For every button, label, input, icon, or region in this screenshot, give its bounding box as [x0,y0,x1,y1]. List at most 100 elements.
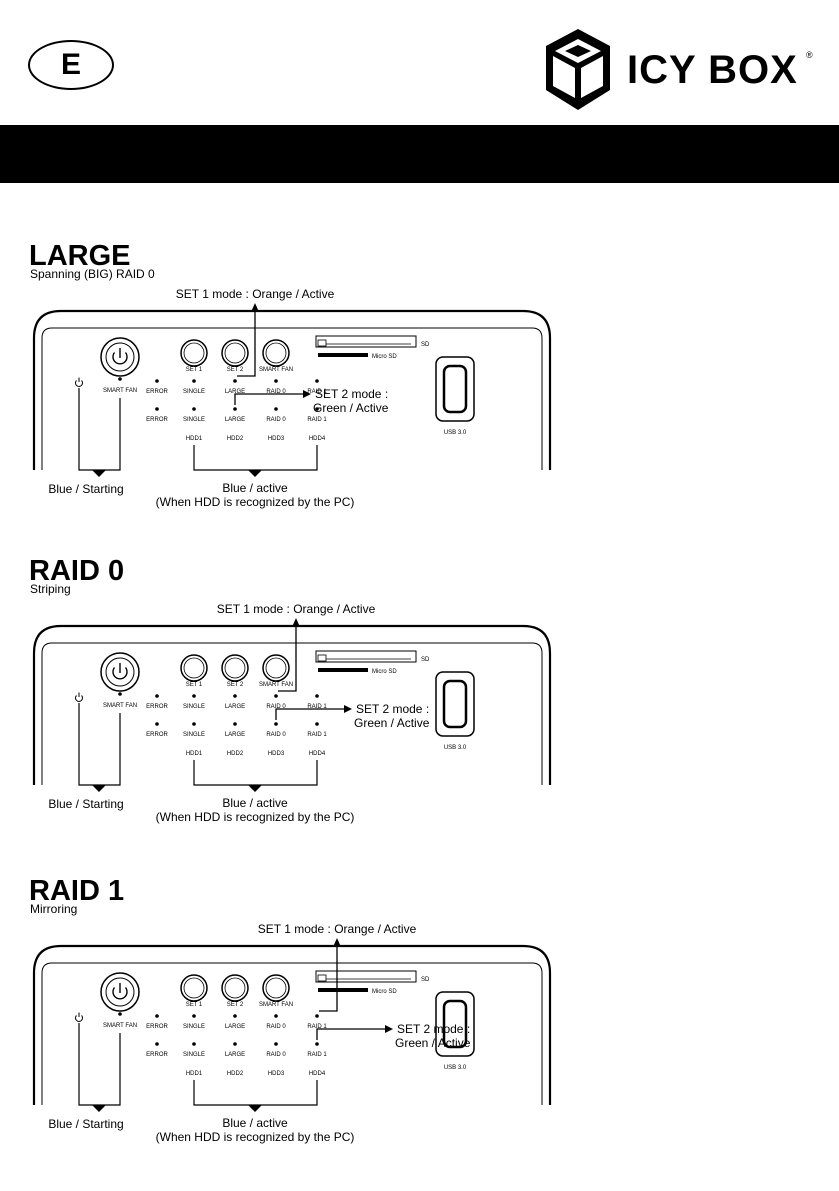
led-label-set2: ERROR [146,732,168,738]
led-label-set2: RAID 1 [307,417,327,423]
set2-label: SET 2 [227,367,244,373]
led-dot [155,694,159,698]
brand-logo: ICY BOX ® [543,26,813,116]
sd-slot [315,970,417,983]
led-label-set1: SINGLE [183,704,205,710]
led-label-set2: RAID 1 [307,1052,327,1058]
section-title: RAID 1 [29,875,125,907]
set2-label: SET 2 [227,1002,244,1008]
blue-starting-callout: Blue / Starting [48,797,123,811]
brand-name: ICY BOX [627,48,798,92]
enclosure-inner-outline [41,327,543,470]
led-dot [274,379,278,383]
hdd-label: HDD1 [186,436,203,442]
led-label-set2: ERROR [146,1052,168,1058]
blue-active-callout: Blue / active [222,481,288,495]
blue-starting-callout: Blue / Starting [48,482,123,496]
led-dot [192,379,196,383]
hdd-label: HDD2 [227,436,244,442]
led-dot [315,1014,319,1018]
enclosure-outline [32,624,552,785]
set2-callout-arrow [234,390,311,405]
led-dot [155,1042,159,1046]
led-dot [233,722,237,726]
smart-fan-label: SMART FAN [259,1002,293,1008]
hdd-recognized-callout: (When HDD is recognized by the PC) [156,495,355,509]
led-label-set2: RAID 1 [307,732,327,738]
led-label-set1: RAID 1 [307,389,327,395]
section-title: RAID 0 [29,555,125,587]
blue-active-callout: Blue / active [222,796,288,810]
power-led-icon [75,1012,83,1022]
enclosure-inner-outline [41,962,543,1105]
hdd-label: HDD1 [186,751,203,757]
led-label-set1: LARGE [225,389,245,395]
power-icon [112,348,128,365]
micro-sd-label: Micro SD [372,669,397,675]
led-dot [192,722,196,726]
led-dot [315,722,319,726]
hdd-recognized-callout: (When HDD is recognized by the PC) [156,810,355,824]
set1-mode-callout: SET 1 mode : Orange / Active [176,287,335,301]
power-smart-fan-label: SMART FAN [103,703,137,709]
led-dot [233,694,237,698]
set1-label: SET 1 [186,367,203,373]
blue-starting-bracket [78,388,121,477]
led-dot [274,1014,278,1018]
hdd-label: HDD1 [186,1071,203,1077]
title-bar [0,125,839,183]
smart-fan-label: SMART FAN [259,367,293,373]
led-dot [274,722,278,726]
led-dot [315,694,319,698]
set1-mode-callout: SET 1 mode : Orange / Active [258,922,417,936]
sd-label: SD [421,977,430,983]
micro-sd-label: Micro SD [372,989,397,995]
sd-slot [315,650,417,663]
hdd-label: HDD3 [268,751,285,757]
led-dot [155,407,159,411]
blue-active-bracket [193,1080,318,1112]
power-icon [112,983,128,1000]
enclosure-outline [32,309,552,470]
set2-mode-callout: SET 2 mode : [315,387,388,401]
usb-label: USB 3.0 [444,430,467,436]
set2-mode-callout: Green / Active [395,1036,471,1050]
set1-callout-arrow [278,618,300,692]
sd-label: SD [421,657,430,663]
blue-starting-callout: Blue / Starting [48,1117,123,1131]
set2-callout-arrow [316,1025,393,1040]
brand-registered-mark: ® [806,50,813,60]
led-label-set1: RAID 1 [307,1024,327,1030]
hdd-label: HDD4 [309,1071,326,1077]
set2-label: SET 2 [227,682,244,688]
led-dot [118,692,122,696]
led-label-set1: RAID 1 [307,704,327,710]
set1-mode-callout: SET 1 mode : Orange / Active [217,602,376,616]
usb-label: USB 3.0 [444,1065,467,1071]
led-dot [192,1042,196,1046]
led-label-set1: LARGE [225,1024,245,1030]
power-led-icon [75,692,83,702]
section-subtitle: Striping [30,582,71,596]
led-label-set2: SINGLE [183,417,205,423]
led-label-set1: LARGE [225,704,245,710]
led-label-set1: SINGLE [183,389,205,395]
led-label-set2: LARGE [225,417,245,423]
cube-logo-icon [546,29,610,110]
set2-mode-callout: Green / Active [313,401,389,415]
led-dot [315,407,319,411]
led-label-set1: SINGLE [183,1024,205,1030]
hdd-label: HDD2 [227,751,244,757]
power-smart-fan-label: SMART FAN [103,388,137,394]
led-dot [118,377,122,381]
led-dot [192,407,196,411]
led-label-set1: RAID 0 [266,704,286,710]
section-subtitle: Mirroring [30,902,78,916]
power-icon [112,663,128,680]
hdd-label: HDD4 [309,751,326,757]
blue-active-bracket [193,445,318,477]
sd-slot [315,335,417,348]
hdd-label: HDD2 [227,1071,244,1077]
